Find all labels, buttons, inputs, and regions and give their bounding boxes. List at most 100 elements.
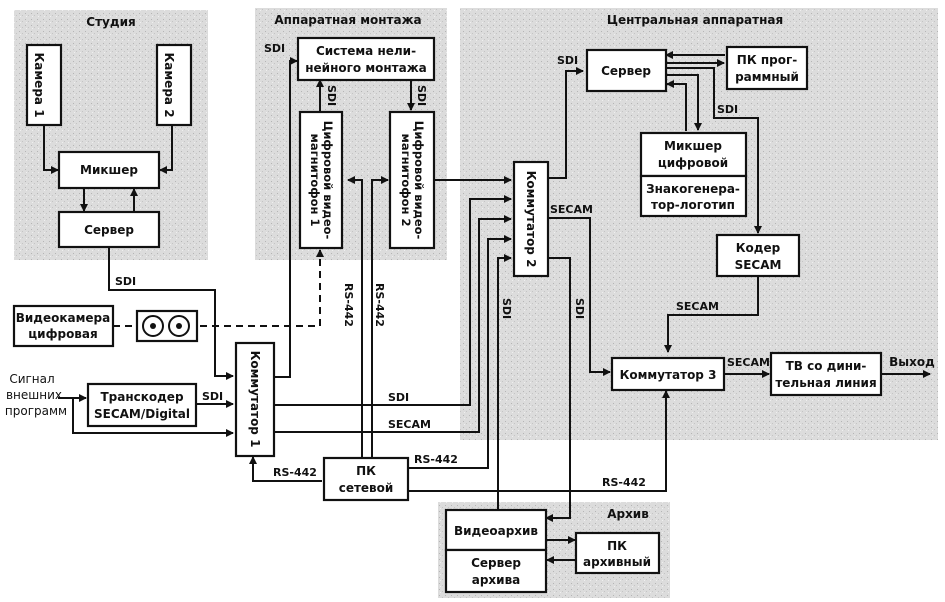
wire-ext-switch1 <box>72 398 234 437</box>
switch3-label: Коммутатор 3 <box>620 368 717 382</box>
transcoder-label-line2: SECAM/Digital <box>94 407 190 421</box>
signal-label-rs442-switch3: RS-442 <box>602 476 646 489</box>
wire-archive-switch2 <box>497 254 512 512</box>
signal-label-sdi-transcoder: SDI <box>202 390 223 403</box>
logo-generator-label-line2: тор-логотип <box>651 198 735 212</box>
camera2-block <box>155 43 193 127</box>
wire-pcnet-vtr1 <box>347 176 363 462</box>
digital-mixer-label-line1: Микшер <box>664 139 722 153</box>
pc-network-label-line2: сетевой <box>339 481 394 495</box>
signal-label-sdi-server-in: SDI <box>557 54 578 67</box>
pc-program-block <box>725 45 809 91</box>
camcorder-label-line2: цифровая <box>28 327 97 341</box>
nle-label-line1: Система нели- <box>316 44 416 58</box>
ext-signal-label-line3: программ <box>5 404 67 418</box>
wire-switch1-switch2-sdi <box>274 195 512 406</box>
wire-pcnet-switch1 <box>249 456 322 482</box>
zone-title-studio: Студия <box>86 15 135 29</box>
pc-archive-block <box>574 531 661 575</box>
archive-server-label-line2: архива <box>472 573 521 587</box>
pc-network-block <box>322 456 410 502</box>
switch2-block <box>512 160 550 278</box>
nle-block <box>296 36 436 82</box>
signal-label-sdi-vtr1: SDI <box>325 85 338 106</box>
zone-title-archive: Архив <box>607 507 649 521</box>
switch2-label: Коммутатор 2 <box>524 171 538 268</box>
ext-signal-label-line2: внешних <box>6 388 62 402</box>
signal-label-secam-switch3-out: SECAM <box>727 356 770 369</box>
video-archive-label: Видеоархив <box>454 524 538 538</box>
tv-line-label-line2: тельная линия <box>775 376 876 390</box>
vtr2-label-line1: Цифровой видео- <box>412 121 426 240</box>
signal-label-secam-switch1-out: SECAM <box>388 418 431 431</box>
wire-switch1-nle <box>274 57 298 378</box>
pc-program-label-line1: ПК прог- <box>737 53 797 67</box>
output-label: Выход <box>889 355 935 369</box>
signal-label-sdi-archive: SDI <box>500 298 513 319</box>
switch1-block <box>234 341 276 458</box>
signal-label-rs442-switch2: RS-442 <box>414 453 458 466</box>
digital-mixer-label-line2: цифровой <box>658 156 728 170</box>
tv-line-block <box>769 351 883 397</box>
mixer-block <box>57 150 161 190</box>
zone-title-editing: Аппаратная монтажа <box>274 13 421 27</box>
transcoder-block <box>86 382 198 428</box>
mixer-label: Микшер <box>80 163 138 177</box>
switch1-label: Коммутатор 1 <box>248 351 262 448</box>
logo-generator-label-line1: Знакогенера- <box>646 182 740 196</box>
secam-coder-label-line2: SECAM <box>735 258 782 272</box>
cassette-deck-icon <box>135 309 199 343</box>
camera2-label: Камера 2 <box>162 52 176 117</box>
archive-server-block <box>444 548 548 594</box>
transcoder-label-line1: Транскодер <box>100 390 183 404</box>
signal-label-rs442-vtr1: RS-442 <box>342 283 355 327</box>
wire-switch2-server <box>548 67 584 179</box>
wire-switch2-switch3-secam <box>548 217 611 376</box>
wire-deck-vtr1 <box>200 249 324 327</box>
archive-server-label-line1: Сервер <box>471 556 521 570</box>
vtr1-block <box>298 110 344 250</box>
wire-server-dmixer <box>666 74 702 131</box>
camcorder-label-line1: Видеокамера <box>16 311 111 325</box>
vtr1-label-line1: Цифровой видео- <box>321 121 335 240</box>
signal-label-sdi-studio: SDI <box>115 275 136 288</box>
wire-pcnet-vtr2 <box>371 176 389 462</box>
pc-program-label-line2: раммный <box>735 70 799 84</box>
wire-pcnet-switch2 <box>408 235 512 469</box>
secam-coder-label-line1: Кодер <box>736 241 781 255</box>
signal-label-sdi-switch1-out: SDI <box>388 391 409 404</box>
camera1-label: Камера 1 <box>32 52 46 117</box>
wire-dmixer-server <box>666 80 687 131</box>
wire-pcnet-switch3 <box>408 390 670 492</box>
signal-label-rs442-switch1: RS-442 <box>273 466 317 479</box>
wire-switch2-archive <box>545 257 571 522</box>
signal-label-sdi-switch2-down: SDI <box>573 298 586 319</box>
zone-title-central: Центральная аппаратная <box>607 13 783 27</box>
pc-network-label-line1: ПК <box>356 464 376 478</box>
video-archive-block <box>444 508 548 552</box>
signal-label-rs442-vtr2: RS-442 <box>373 283 386 327</box>
wire-server-coder <box>666 67 762 234</box>
wire-camera1-mixer <box>43 125 59 174</box>
ext-signal-label-line1: Сигнал <box>9 372 54 386</box>
central-server-block <box>585 48 668 93</box>
studio-server-block <box>57 210 161 249</box>
wire-server-switch1 <box>108 247 234 380</box>
wire-camera2-mixer <box>159 125 173 174</box>
signal-label-sdi-vtr2: SDI <box>415 85 428 106</box>
signal-label-sdi-nle-in: SDI <box>264 42 285 55</box>
studio-server-label: Сервер <box>84 223 134 237</box>
camera1-block <box>25 43 63 127</box>
vtr1-label-line2: магнитофон 1 <box>308 134 322 227</box>
tv-line-label-line1: ТВ со дини- <box>786 359 867 373</box>
signal-label-sdi-coder: SDI <box>717 103 738 116</box>
switch3-block <box>610 356 726 392</box>
vtr2-block <box>388 110 436 250</box>
logo-generator-block <box>639 174 748 218</box>
wire-switch1-switch2-secam <box>274 215 512 433</box>
wire-coder-switch3 <box>664 276 759 353</box>
pc-archive-label-line2: архивный <box>583 555 651 569</box>
signal-label-secam-switch2-out: SECAM <box>550 203 593 216</box>
central-server-label: Сервер <box>601 64 651 78</box>
